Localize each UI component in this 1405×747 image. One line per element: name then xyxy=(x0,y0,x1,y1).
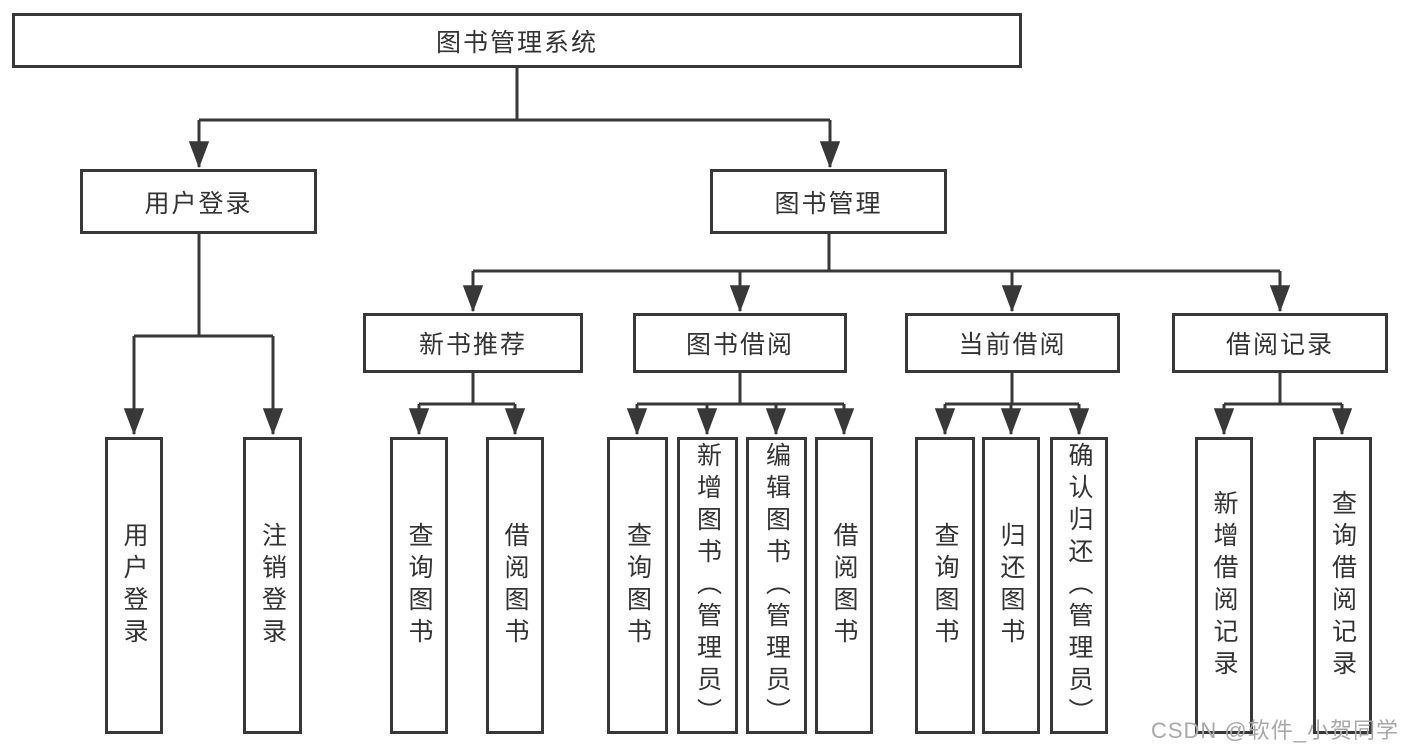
tree-branch-lines xyxy=(134,68,1342,406)
node-user-login: 用户登录 xyxy=(80,169,317,234)
node-book-management: 图书管理 xyxy=(710,169,947,234)
leaf-logout-label: 注销登录 xyxy=(258,521,287,650)
watermark: CSDN @软件_小贺同学 xyxy=(1150,718,1399,743)
leaf-query-books-3-label: 查询图书 xyxy=(931,521,959,650)
node-book-borrowing: 图书借阅 xyxy=(633,313,847,373)
node-root-label: 图书管理系统 xyxy=(435,28,598,57)
node-user-login-label: 用户登录 xyxy=(144,189,253,218)
leaf-query-borrow-record: 查询借阅记录 xyxy=(1313,437,1372,734)
leaf-confirm-return-admin: 确认归还（管理员） xyxy=(1050,437,1108,734)
leaf-query-borrow-record-label: 查询借阅记录 xyxy=(1328,489,1357,682)
leaf-edit-books-admin-label: 编辑图书（管理员） xyxy=(762,441,791,730)
node-current-borrowing: 当前借阅 xyxy=(905,313,1120,373)
arrow-connectors xyxy=(123,120,1353,436)
leaf-add-books-admin: 新增图书（管理员） xyxy=(677,437,738,734)
leaf-add-books-admin-label: 新增图书（管理员） xyxy=(693,441,722,730)
leaf-logout: 注销登录 xyxy=(243,437,302,734)
leaf-query-books-2-label: 查询图书 xyxy=(623,521,652,650)
leaf-return-books-label: 归还图书 xyxy=(997,521,1025,650)
leaf-user-login-label: 用户登录 xyxy=(120,521,148,650)
node-borrowing-records-label: 借阅记录 xyxy=(1225,331,1334,359)
node-new-book-recommend-label: 新书推荐 xyxy=(418,331,527,359)
leaf-return-books: 归还图书 xyxy=(982,437,1040,734)
leaf-borrow-books-1: 借阅图书 xyxy=(486,437,544,734)
leaf-add-borrow-record: 新增借阅记录 xyxy=(1195,437,1253,734)
node-root: 图书管理系统 xyxy=(12,13,1022,68)
node-book-borrowing-label: 图书借阅 xyxy=(685,331,794,359)
leaf-user-login: 用户登录 xyxy=(105,437,163,734)
node-borrowing-records: 借阅记录 xyxy=(1172,313,1388,373)
leaf-query-books-1-label: 查询图书 xyxy=(405,521,433,650)
node-book-management-label: 图书管理 xyxy=(774,189,883,218)
leaf-borrow-books-2-label: 借阅图书 xyxy=(830,521,858,650)
leaf-borrow-books-1-label: 借阅图书 xyxy=(501,521,529,650)
leaf-query-books-3: 查询图书 xyxy=(915,437,975,734)
leaf-query-books-2: 查询图书 xyxy=(607,437,668,734)
leaf-query-books-1: 查询图书 xyxy=(390,437,448,734)
node-current-borrowing-label: 当前借阅 xyxy=(958,331,1067,359)
node-new-book-recommend: 新书推荐 xyxy=(363,313,583,373)
leaf-confirm-return-admin-label: 确认归还（管理员） xyxy=(1065,441,1093,730)
leaf-add-borrow-record-label: 新增借阅记录 xyxy=(1210,489,1238,682)
leaf-borrow-books-2: 借阅图书 xyxy=(815,437,873,734)
leaf-edit-books-admin: 编辑图书（管理员） xyxy=(746,437,807,734)
